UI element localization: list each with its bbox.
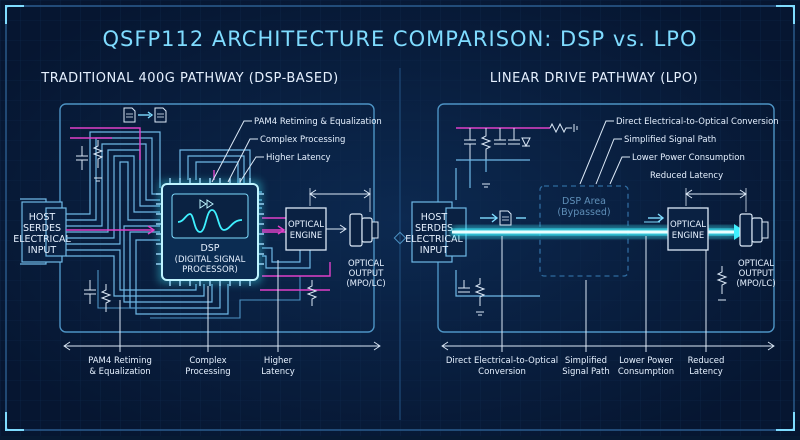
right-callout-4: Reduced Latency [650, 171, 723, 181]
left-pink-trace-1 [70, 127, 141, 160]
dsp-label-3: PROCESSOR) [182, 265, 238, 275]
right-output-line-3: (MPO/LC) [736, 279, 775, 289]
right-host-line-3: ELECTRICAL [405, 234, 463, 245]
right-output-line-2: OUTPUT [739, 269, 774, 279]
left-bottom-1b: & Equalization [89, 367, 150, 377]
right-bottom-3a: Lower Power [619, 356, 673, 366]
right-host-block [411, 201, 453, 263]
left-bottom-3b: Latency [261, 367, 295, 377]
right-bottom-1b: Conversion [478, 367, 526, 377]
left-output-line-1: OPTICAL [348, 259, 384, 269]
left-doc-icons [123, 107, 167, 123]
left-bottom-1a: PAM4 Retiming [88, 356, 152, 366]
right-host-line-1: HOST [421, 212, 448, 223]
right-output-line-1: OPTICAL [738, 259, 774, 269]
dsp-label-1: DSP [200, 243, 219, 254]
right-bottom-4a: Reduced [688, 356, 725, 366]
right-bottom-2a: Simplified [565, 356, 607, 366]
waveform-icon [177, 209, 243, 233]
right-callout-2: Simplified Signal Path [624, 135, 716, 145]
right-doc-icon [499, 210, 512, 226]
dsp-area-line-1: DSP Area [562, 196, 606, 207]
dsp-area-line-2: (Bypassed) [557, 207, 610, 218]
left-routing-traces [66, 131, 311, 319]
right-engine-line-1: OPTICAL [670, 220, 706, 230]
left-bottom-2b: Processing [185, 367, 230, 377]
left-bottom-2a: Complex [189, 356, 226, 366]
right-output-connector [739, 213, 753, 247]
right-callout-3: Lower Power Consumption [632, 153, 745, 163]
right-bottom-1a: Direct Electrical-to-Optical [446, 356, 558, 366]
right-engine-line-2: ENGINE [672, 231, 705, 241]
left-heading: TRADITIONAL 400G PATHWAY (DSP-BASED) [40, 71, 338, 86]
left-callout-3: Higher Latency [266, 153, 331, 163]
left-callout-1: PAM4 Retiming & Equalization [254, 117, 382, 127]
dsp-label-2: (DIGITAL SIGNAL [175, 255, 246, 265]
left-host-line-4: INPUT [28, 245, 57, 256]
right-passives [455, 122, 728, 316]
outer-frame [5, 5, 795, 431]
left-engine-line-2: ENGINE [290, 231, 323, 241]
left-host-line-1: HOST [29, 212, 56, 223]
left-output-connector [349, 213, 363, 247]
right-bottom-3b: Consumption [618, 367, 674, 377]
right-callout-1: Direct Electrical-to-Optical Conversion [616, 117, 779, 127]
left-host-line-3: ELECTRICAL [13, 234, 71, 245]
right-host-line-2: SERDES [415, 223, 453, 234]
left-output-line-2: OUTPUT [349, 269, 384, 279]
left-host-line-2: SERDES [23, 223, 61, 234]
right-panel: HOST SERDES ELECTRICAL INPUT [405, 103, 779, 377]
left-callout-2: Complex Processing [260, 135, 345, 145]
left-output-line-3: (MPO/LC) [346, 279, 385, 289]
right-bottom-2b: Signal Path [562, 367, 610, 377]
left-panel: HOST SERDES ELECTRICAL INPUT [13, 103, 386, 377]
right-host-line-4: INPUT [420, 245, 449, 256]
right-bottom-4b: Latency [689, 367, 723, 377]
play-forward-icon [199, 199, 214, 209]
left-passives [76, 140, 318, 312]
left-bottom-3a: Higher [264, 356, 293, 366]
left-engine-line-1: OPTICAL [288, 220, 324, 230]
right-optical-engine [667, 207, 709, 251]
dsp-chip: DSP (DIGITAL SIGNAL PROCESSOR) [156, 178, 264, 286]
page-title: QSFP112 ARCHITECTURE COMPARISON: DSP vs.… [103, 27, 698, 51]
right-heading: LINEAR DRIVE PATHWAY (LPO) [490, 71, 698, 86]
